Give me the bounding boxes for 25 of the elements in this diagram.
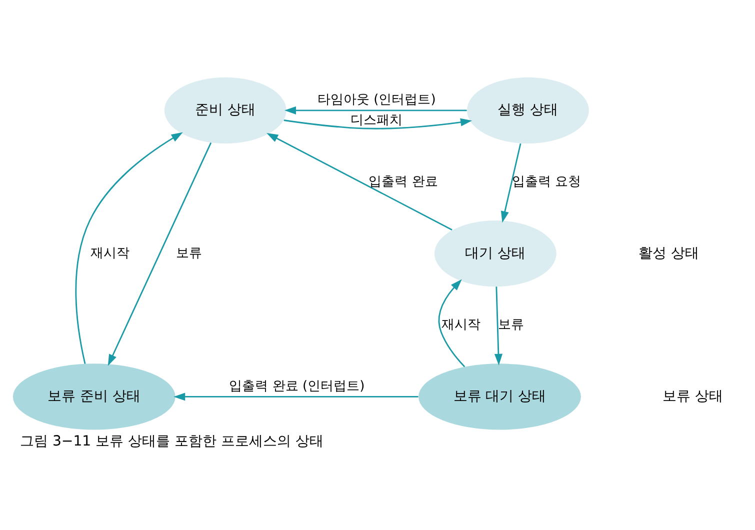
node-ellipse: 보류 준비 상태 — [12, 363, 176, 430]
edge-label: 타임아웃 (인터럽트) — [318, 92, 436, 107]
arrow — [494, 286, 502, 365]
node-ellipse: 실행 상태 — [466, 76, 589, 143]
node-ellipse: 보류 대기 상태 — [418, 363, 581, 430]
label: 보류 상태 — [662, 388, 724, 404]
edge-label: 재시작 — [442, 317, 481, 332]
caption: 그림 3−11 보류 상태를 포함한 프로세스의 상태 — [20, 432, 324, 449]
arrow — [284, 106, 467, 114]
edge-label: 보류 — [498, 317, 524, 332]
edge-label: 입출력 완료 — [368, 174, 438, 189]
arrow — [500, 142, 522, 222]
arrow — [108, 142, 212, 366]
arrow — [266, 132, 452, 230]
label: 활성 상태 — [638, 244, 700, 261]
edge-label: 입출력 완료 (인터럽트) — [229, 378, 365, 394]
arrow — [284, 118, 472, 129]
edge-label: 보류 — [176, 245, 202, 260]
edge-label: 디스패치 — [350, 112, 403, 128]
edge-label: 재시작 — [90, 245, 130, 260]
arrow — [174, 392, 418, 400]
arrow — [75, 132, 183, 364]
edge-label: 입출력 요청 — [512, 174, 581, 189]
node-ellipse: 대기 상태 — [434, 220, 556, 286]
arrow — [438, 278, 466, 367]
